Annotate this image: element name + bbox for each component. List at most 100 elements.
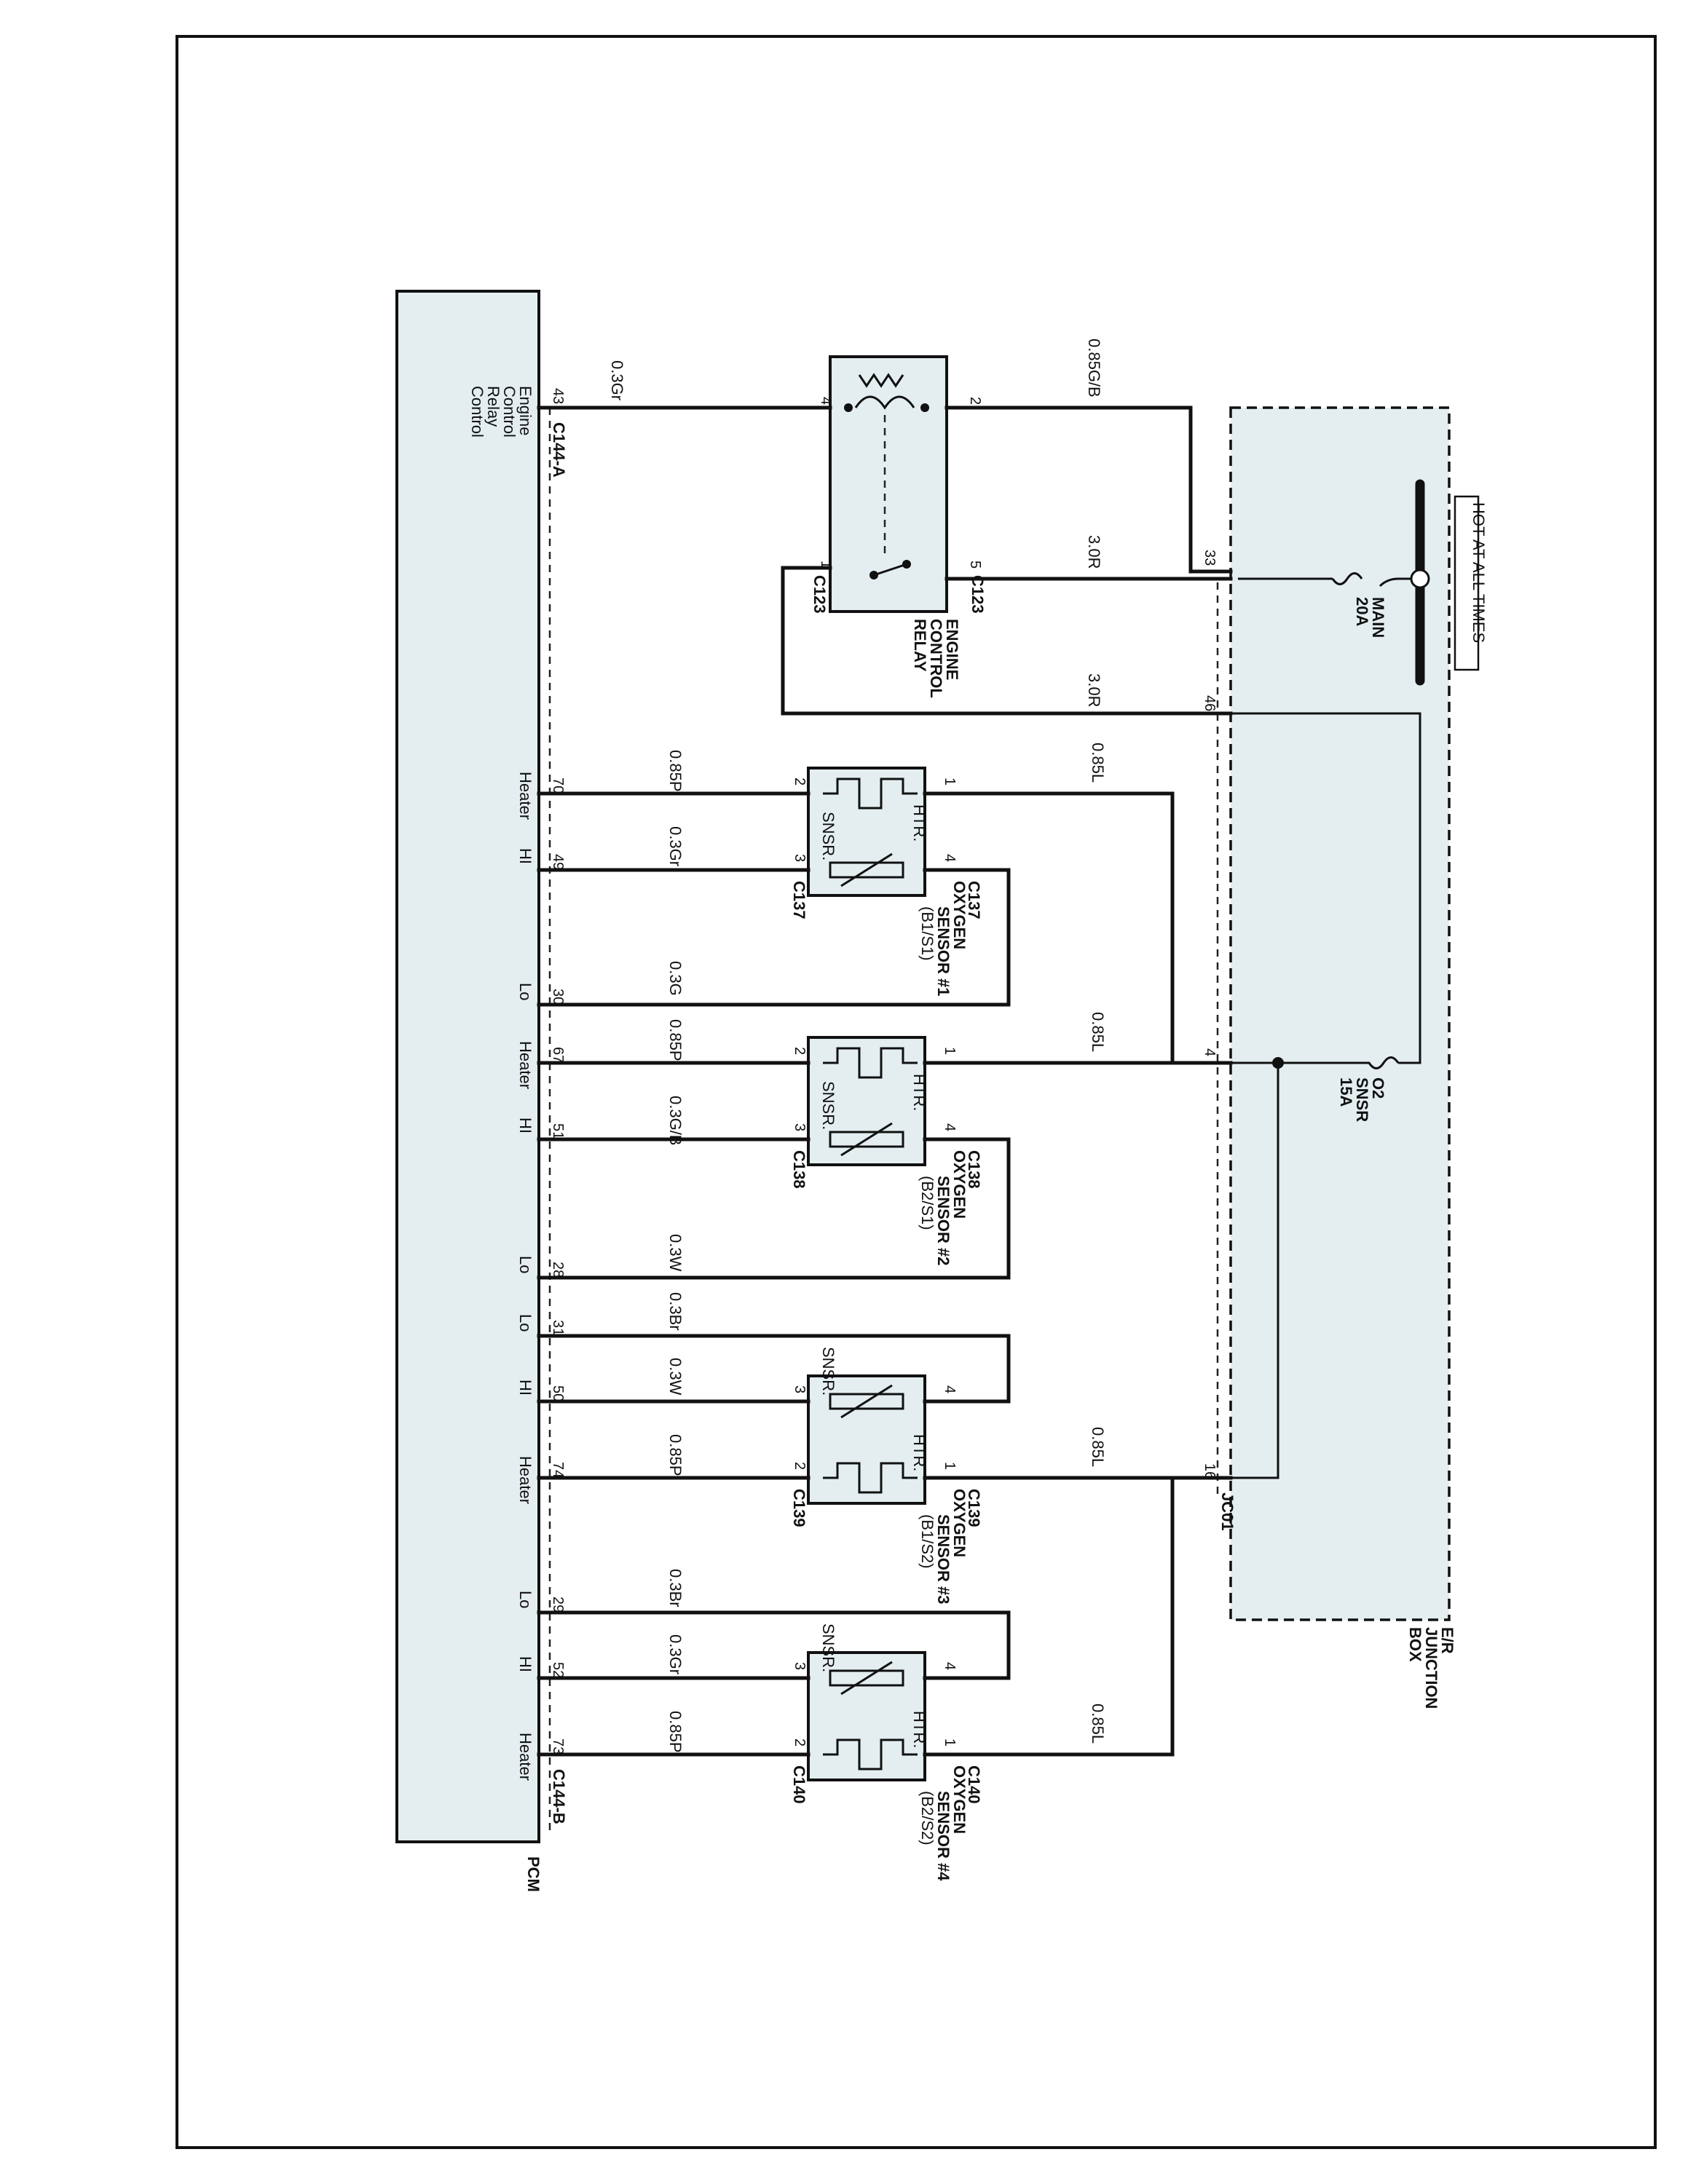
main-fuse-lead xyxy=(1379,577,1420,587)
relay-coil-icon xyxy=(854,395,915,410)
relay-pin-1: 1 xyxy=(818,561,834,569)
sensor-s1-pin-feed: 1 xyxy=(942,778,958,786)
junction-box-label-1: E/R xyxy=(1438,1627,1456,1654)
pcm-relay-ctrl-label-1: Engine xyxy=(516,386,535,436)
sensor-s2-name-3: (B2/S1) xyxy=(918,1176,936,1230)
pcm-relay-ctrl-label-3: Relay xyxy=(484,386,502,427)
sensor-s4-heater-icon xyxy=(823,1738,918,1770)
wire-s1-lo xyxy=(537,868,1011,1007)
wire-s1-feed xyxy=(923,791,1233,1065)
sensor-s3-pin-lo: 4 xyxy=(942,1385,958,1393)
wire-label-s1-feed: 0.85L xyxy=(1089,743,1107,783)
wire-label-s2-heater: 0.85P xyxy=(666,1019,685,1061)
wire-s3-lo xyxy=(537,1334,1011,1404)
sensor-s3-htr-label: HTR. xyxy=(910,1434,928,1471)
wire-label-s1-lo: 0.3G xyxy=(666,961,685,996)
pcm-label-30: Lo xyxy=(516,983,535,1000)
pcm-pin-43: 43 xyxy=(550,388,566,404)
pcm-label-52: HI xyxy=(516,1656,535,1672)
pcm-label-50: HI xyxy=(516,1380,535,1396)
main-fuse-label-1: MAIN xyxy=(1369,597,1387,638)
sensor-s3-connector-right: C139 xyxy=(965,1489,983,1527)
sensor-s2-name-1: OXYGEN xyxy=(950,1150,969,1219)
main-fuse-icon xyxy=(1238,572,1363,585)
pcm-relay-ctrl-label-2: Control xyxy=(500,386,518,438)
wire-label-s3-heater: 0.85P xyxy=(666,1434,685,1476)
sensor-s1-pin-hi: 3 xyxy=(792,854,808,862)
sensor-s1-name-2: SENSOR #1 xyxy=(934,906,953,997)
relay-connector-right: C123 xyxy=(969,575,987,614)
sensor-s3-connector-left: C139 xyxy=(790,1489,808,1527)
pcm-connector-b: C144-B xyxy=(550,1769,568,1824)
sensor-s3-resistor-icon xyxy=(829,1393,904,1410)
wire-s2-lo xyxy=(537,1137,1011,1280)
pcm-connector-a: C144-A xyxy=(550,422,568,478)
jb-pin-33: 33 xyxy=(1202,550,1218,566)
pcm-pin-50: 50 xyxy=(550,1385,566,1401)
sensor-s4-pin-hi: 3 xyxy=(792,1662,808,1670)
wire-label-s4-lo: 0.3Br xyxy=(666,1569,685,1607)
sensor-s4-snsr-label: SNSR. xyxy=(819,1623,837,1672)
junction-box: E/R JUNCTION BOX HOT AT ALL TIMES MAIN 2… xyxy=(1202,406,1488,1709)
pcm-pin-29: 29 xyxy=(550,1597,566,1613)
junction-box-label-3: BOX xyxy=(1406,1627,1424,1662)
pcm-label-49: HI xyxy=(516,848,535,864)
sensor-s4-htr-label: HTR. xyxy=(910,1711,928,1748)
o2-fuse-label-2: SNSR xyxy=(1353,1077,1371,1122)
wire-label-s1-hi: 0.3Gr xyxy=(666,826,685,866)
pcm-label-70: Heater xyxy=(516,772,535,820)
pcm-label-51: HI xyxy=(516,1117,535,1133)
main-fuse-node xyxy=(1410,569,1430,589)
oxygen-sensors: HTR. SNSR. OXYGEN SENSOR #1(B1/S1) C137 C137 7… xyxy=(516,743,1233,1881)
sensor-s3-pin-heater: 2 xyxy=(792,1462,808,1470)
sensor-s4-body xyxy=(807,1651,926,1781)
wire-label-s4-feed: 0.85L xyxy=(1089,1704,1107,1744)
sensor-s4-resistor-icon xyxy=(829,1669,904,1687)
wire-label-0.3Gr: 0.3Gr xyxy=(608,360,626,400)
sensor-s1-snsr-label: SNSR. xyxy=(819,812,837,860)
wire-label-s1-heater: 0.85P xyxy=(666,750,685,792)
pcm-pin-51: 51 xyxy=(550,1123,566,1139)
sensor-s3-name-2: SENSOR #3 xyxy=(934,1514,953,1605)
o2-fuse-label-3: 15A xyxy=(1337,1077,1355,1107)
relay-pin-4: 4 xyxy=(818,397,834,405)
sensor-s1-connector-right: C137 xyxy=(965,881,983,919)
relay-pin-5: 5 xyxy=(967,561,983,569)
sensor-s1-connector-left: C137 xyxy=(790,881,808,919)
pcm-label-67: Heater xyxy=(516,1041,535,1089)
engine-control-relay: ENGINE CONTROL RELAY C123 C123 4 2 5 1 xyxy=(811,355,987,698)
pcm-pin-67: 67 xyxy=(550,1047,566,1063)
sensor-s2-connector-right: C138 xyxy=(965,1150,983,1189)
relay-label-1: ENGINE xyxy=(943,619,961,680)
sensor-s3-pin-feed: 1 xyxy=(942,1462,958,1470)
wire-s4-lo xyxy=(537,1610,1011,1680)
sensor-s3-heater-icon xyxy=(823,1462,918,1494)
wire-label-s2-hi: 0.3G/B xyxy=(666,1096,685,1145)
sensor-s1-body xyxy=(807,767,926,897)
pcm-label-29: Lo xyxy=(516,1591,535,1608)
sensor-s1-pin-heater: 2 xyxy=(792,778,808,786)
wire-s4-feed xyxy=(923,1476,1233,1757)
sensor-s3-name-3: (B1/S2) xyxy=(918,1514,936,1569)
pcm-label-74: Heater xyxy=(516,1456,535,1504)
wire-relay2-jb33 xyxy=(944,405,1233,574)
sensor-s2-pin-hi: 3 xyxy=(792,1123,808,1131)
pcm-pin-74: 74 xyxy=(550,1462,566,1478)
pcm-label-73: Heater xyxy=(516,1733,535,1781)
sensor-s1-variable-icon xyxy=(840,852,893,887)
sensor-s1-htr-label: HTR. xyxy=(910,804,928,842)
relay-resistor-icon xyxy=(858,373,904,388)
wire-label-0.85G/B: 0.85G/B xyxy=(1085,339,1103,397)
wire-relay1-jb46 xyxy=(781,566,1233,716)
relay-label-3: RELAY xyxy=(911,619,929,672)
pcm-pin-28: 28 xyxy=(550,1262,566,1278)
wire-label-s4-heater: 0.85P xyxy=(666,1711,685,1753)
sensor-s4-name-2: SENSOR #4 xyxy=(934,1791,953,1881)
jc01-label: JC01 xyxy=(1218,1492,1237,1531)
sensor-s2-resistor-icon xyxy=(829,1131,904,1148)
pcm-block: PCM C144-A C144-B 43 Engine Control Rela… xyxy=(395,290,568,1892)
pcm-pin-73: 73 xyxy=(550,1738,566,1754)
wire-label-s3-feed: 0.85L xyxy=(1089,1427,1107,1467)
sensor-s1-pin-lo: 4 xyxy=(942,854,958,862)
sensor-s1-name-3: (B1/S1) xyxy=(918,906,936,961)
